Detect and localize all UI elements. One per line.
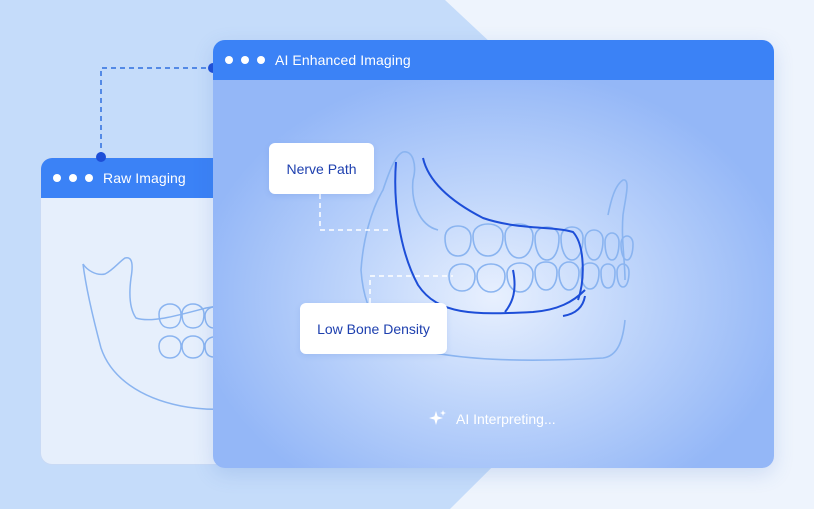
raw-window-titlebar: Raw Imaging bbox=[41, 158, 239, 198]
enhanced-jaw-illustration bbox=[319, 151, 634, 361]
ai-status-text: AI Interpreting... bbox=[456, 411, 556, 427]
raw-imaging-window: Raw Imaging bbox=[40, 157, 240, 465]
ai-enhanced-imaging-window: AI Enhanced Imaging bbox=[213, 40, 774, 468]
window-dot-icon bbox=[85, 174, 93, 182]
raw-jaw-illustration bbox=[82, 257, 239, 411]
window-dot-icon bbox=[241, 56, 249, 64]
window-dot-icon bbox=[225, 56, 233, 64]
window-dot-icon bbox=[53, 174, 61, 182]
enhanced-window-titlebar: AI Enhanced Imaging bbox=[213, 40, 774, 80]
enhanced-window-title: AI Enhanced Imaging bbox=[275, 52, 411, 68]
low-bone-density-annotation: Low Bone Density bbox=[300, 303, 447, 354]
nerve-path-annotation: Nerve Path bbox=[269, 143, 374, 194]
window-dot-icon bbox=[257, 56, 265, 64]
window-dot-icon bbox=[69, 174, 77, 182]
raw-window-title: Raw Imaging bbox=[103, 170, 186, 186]
sparkle-icon bbox=[429, 410, 446, 425]
ai-status: AI Interpreting... bbox=[428, 409, 556, 429]
